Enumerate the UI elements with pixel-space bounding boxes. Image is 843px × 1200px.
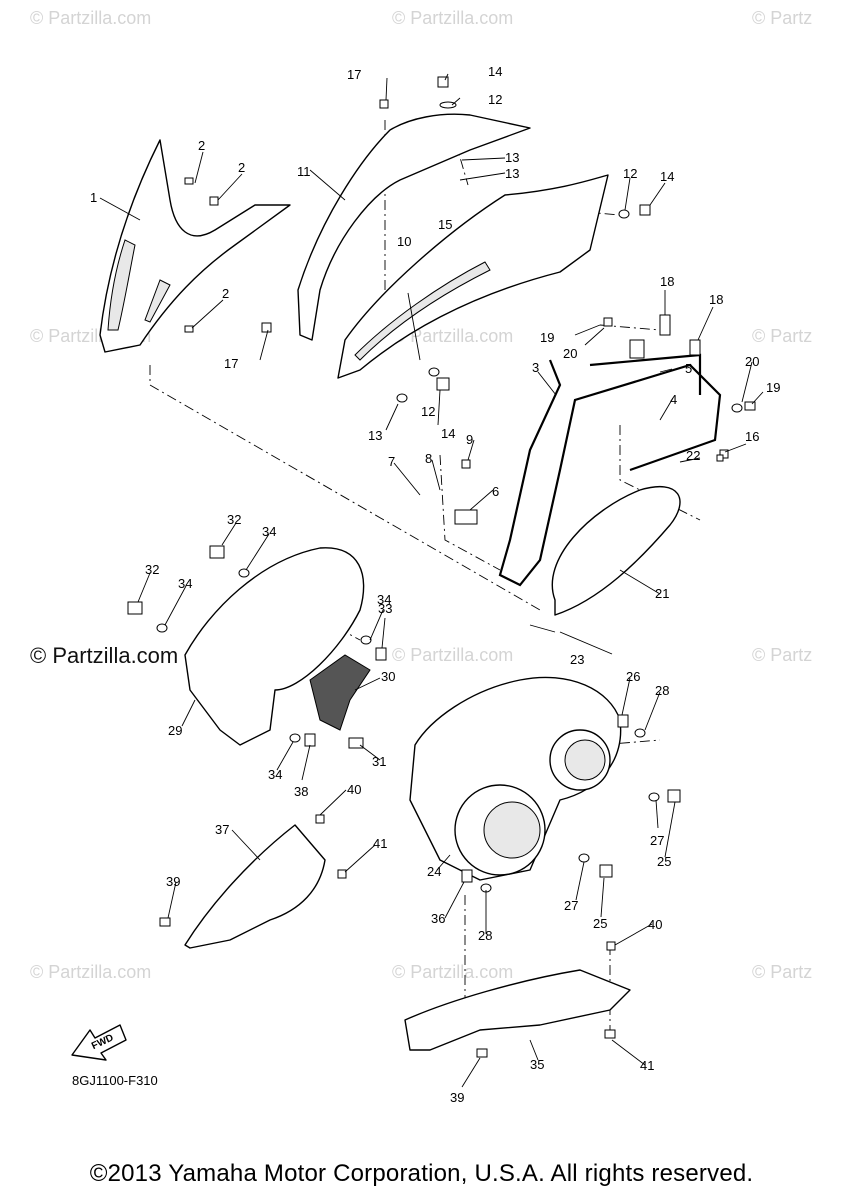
diagram-code: 8GJ1100-F310 [72,1073,158,1088]
callout-18: 18 [660,274,674,289]
callout-19: 19 [766,380,780,395]
callout-17: 17 [347,67,361,82]
watermark: © Partzilla.com [30,962,152,982]
callout-2: 2 [238,160,245,175]
callout-6: 6 [492,484,499,499]
callout-39: 39 [166,874,180,889]
callout-17: 17 [224,356,238,371]
callout-28: 28 [478,928,492,943]
watermark: © Partzilla.com [30,8,152,28]
watermark: © Partz [752,326,813,346]
callout-7: 7 [388,454,395,469]
callout-26: 26 [626,669,640,684]
watermark: © Partz [752,962,813,982]
lower-cover-right-part [404,969,631,1051]
callout-28: 28 [655,683,669,698]
callout-13: 13 [505,166,519,181]
callout-15: 15 [438,217,452,232]
callout-20: 20 [745,354,759,369]
callout-27: 27 [650,833,664,848]
callout-23: 23 [570,652,584,667]
callout-5: 5 [685,361,692,376]
watermark: © Partzilla.com [392,645,514,665]
callout-29: 29 [168,723,182,738]
callout-16: 16 [745,429,759,444]
callout-35: 35 [530,1057,544,1072]
callout-32: 32 [145,562,159,577]
upper-side-cover-part [297,113,531,341]
watermark: © Partzilla.com [392,962,514,982]
callout-12: 12 [421,404,435,419]
callout-22: 22 [686,448,700,463]
callout-25: 25 [657,854,671,869]
watermark: © Partzilla.com [392,326,514,346]
callout-1: 1 [90,190,97,205]
callout-31: 31 [372,754,386,769]
inner-panel-part [184,547,365,746]
callout-27: 27 [564,898,578,913]
callout-24: 24 [427,864,441,879]
callout-36: 36 [431,911,445,926]
callout-38: 38 [294,784,308,799]
callout-34: 34 [377,592,391,607]
callout-8: 8 [425,451,432,466]
mesh-grill-part [309,654,371,731]
callout-11: 11 [297,164,311,179]
callout-33: 33 [378,601,392,616]
callout-10: 10 [397,234,411,249]
callout-4: 4 [670,392,677,407]
callout-2: 2 [222,286,229,301]
callout-32: 32 [227,512,241,527]
callout-13: 13 [505,150,519,165]
callout-30: 30 [381,669,395,684]
watermark: © Partz [752,645,813,665]
callout-39: 39 [450,1090,464,1105]
callout-12: 12 [488,92,502,107]
callout-19: 19 [540,330,554,345]
callout-34: 34 [268,767,282,782]
lower-cover-left-part [184,824,326,949]
watermark: © Partzilla.com [392,8,514,28]
copyright-notice: ©2013 Yamaha Motor Corporation, U.S.A. A… [89,1160,754,1187]
watermark: © Partz [752,8,813,28]
callout-20: 20 [563,346,577,361]
air-duct-part [551,485,681,616]
watermark-primary: © Partzilla.com [30,643,179,668]
callout-18: 18 [709,292,723,307]
callout-41: 41 [640,1058,654,1073]
callout-34: 34 [178,576,192,591]
callout-14: 14 [660,169,674,184]
callout-13: 13 [368,428,382,443]
fwd-arrow-icon: FWD [71,1024,127,1061]
callout-2: 2 [198,138,205,153]
callout-34: 34 [262,524,276,539]
callout-37: 37 [215,822,229,837]
callout-41: 41 [373,836,387,851]
callout-40: 40 [347,782,361,797]
callout-40: 40 [648,917,662,932]
callout-3: 3 [532,360,539,375]
callout-25: 25 [593,916,607,931]
callout-14: 14 [488,64,502,79]
callout-9: 9 [466,432,473,447]
callout-21: 21 [655,586,669,601]
callout-14: 14 [441,426,455,441]
callout-12: 12 [623,166,637,181]
